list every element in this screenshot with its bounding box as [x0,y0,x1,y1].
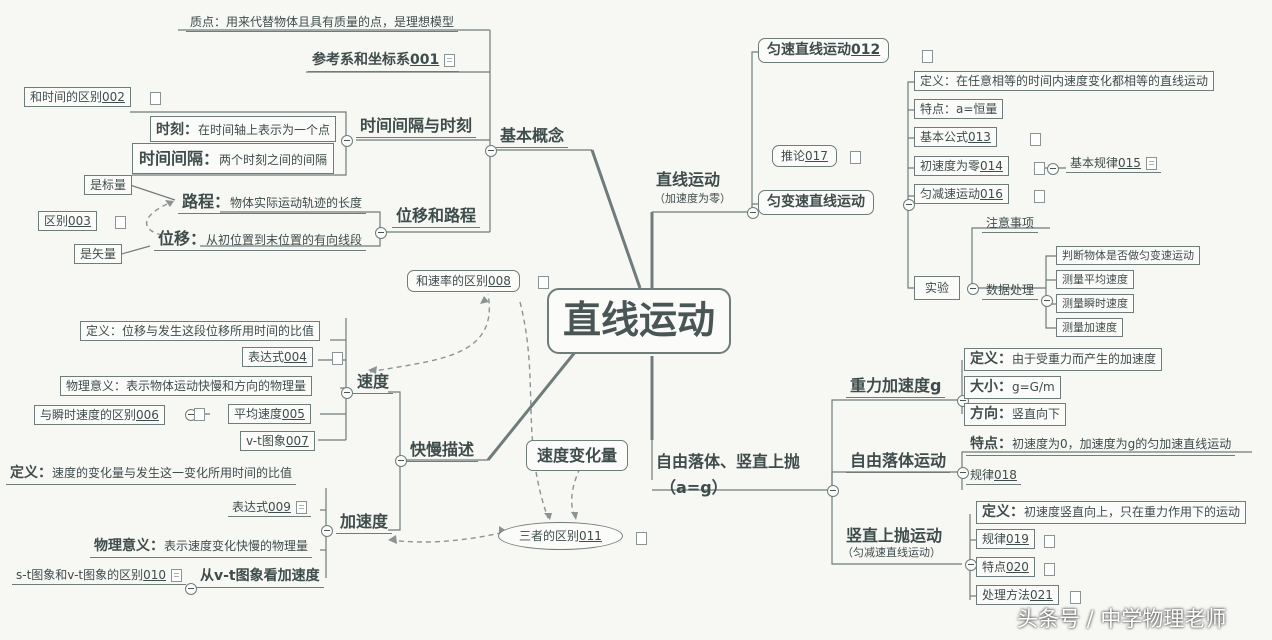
note-icon[interactable] [171,569,183,582]
note-icon[interactable] [922,50,933,63]
node-time-interval[interactable]: 时间间隔：两个时刻之间的间隔 [132,143,335,175]
node-uam-def[interactable]: 定义：在任意相等的时间内速度变化都相等的直线运动 [914,71,1215,92]
collapse-toggle[interactable] [341,387,353,399]
node-uam-feature[interactable]: 特点：a=恒量 [914,99,1004,120]
node-data-processing[interactable]: 数据处理 [982,283,1039,301]
node-velocity[interactable]: 速度 [353,372,394,395]
node-accel-expr[interactable]: 表达式009 [228,500,311,518]
node-time-diff[interactable]: 和时间的区别002 [24,87,131,108]
node-is-scalar[interactable]: 是标量 [84,175,133,196]
node-moment[interactable]: 时刻：在时间轴上表示为一个点 [150,116,337,142]
note-icon[interactable] [850,151,861,164]
node-gravity-direction[interactable]: 方向：竖直向下 [964,403,1067,426]
watermark: 头条号 / 中学物理老师 [1017,607,1227,631]
node-notes[interactable]: 注意事项 [982,216,1039,234]
node-vertical-throw-subtitle: （匀减速直线运动） [842,546,941,559]
note-icon[interactable] [538,276,549,289]
node-vertical-throw[interactable]: 竖直上抛运动 [846,526,943,545]
branch-linear-motion[interactable]: 直线运动 [656,170,721,189]
collapse-toggle[interactable] [957,467,969,479]
node-is-vector[interactable]: 是矢量 [74,244,123,265]
node-velocity-expr[interactable]: 表达式004 [242,347,313,368]
node-exp-item[interactable]: 测量加速度 [1056,318,1123,338]
note-icon[interactable] [1044,563,1055,576]
node-gravity-def[interactable]: 定义：由于受重力而产生的加速度 [964,348,1163,371]
node-inference[interactable]: 推论017 [772,145,837,168]
node-accel-def[interactable]: 定义：速度的变化量与发生这一变化所用时间的比值 [6,462,297,485]
node-acceleration[interactable]: 加速度 [336,512,393,535]
node-three-diff[interactable]: 三者的区别011 [498,522,623,551]
node-gravity-accel[interactable]: 重力加速度g [846,376,946,399]
collapse-toggle[interactable] [903,199,915,211]
note-icon[interactable] [1030,133,1041,146]
note-icon[interactable] [295,501,307,514]
node-path-length[interactable]: 路程：物体实际运动轨迹的长度 [178,192,367,215]
collapse-toggle[interactable] [747,207,759,219]
node-time-interval-moment[interactable]: 时间间隔与时刻 [356,116,477,139]
node-basic-law[interactable]: 基本规律015 [1066,156,1161,174]
node-displacement[interactable]: 位移：从初位置到末位置的有向线段 [154,229,367,252]
note-icon[interactable] [115,216,126,229]
node-exp-item[interactable]: 测量瞬时速度 [1056,294,1134,314]
collapse-toggle[interactable] [1041,295,1053,307]
collapse-toggle[interactable] [967,283,979,295]
collapse-toggle[interactable] [321,525,333,537]
branch-basic-concepts[interactable]: 基本概念 [496,126,569,149]
node-uniform-accel-motion[interactable]: 匀变速直线运动 [758,190,874,215]
node-velocity-meaning[interactable]: 物理意义：表示物体运动快慢和方向的物理量 [60,376,313,397]
branch-fall-subtitle: （a=g） [660,478,728,497]
note-icon[interactable] [1145,157,1157,170]
collapse-toggle[interactable] [1047,163,1059,175]
node-average-velocity[interactable]: 平均速度005 [228,404,311,425]
collapse-toggle[interactable] [375,227,387,239]
node-diff-003[interactable]: 区别003 [38,211,97,232]
collapse-toggle[interactable] [485,145,497,157]
collapse-toggle[interactable] [185,583,197,595]
note-icon[interactable] [444,53,456,67]
note-icon[interactable] [1070,591,1081,604]
node-free-fall[interactable]: 自由落体运动 [846,451,951,474]
node-reference-frame[interactable]: 参考系和坐标系001 [308,52,460,72]
node-throw-feature[interactable]: 特点020 [976,557,1035,578]
node-displacement-path[interactable]: 位移和路程 [392,206,481,229]
node-uniform-motion[interactable]: 匀速直线运动012 [758,38,890,63]
node-uniform-decel[interactable]: 匀减速运动016 [914,184,1009,205]
node-exp-item[interactable]: 判断物体是否做匀变速运动 [1056,246,1200,266]
note-icon[interactable] [1034,190,1045,203]
note-icon[interactable] [332,352,343,365]
central-topic[interactable]: 直线运动 [547,288,732,354]
note-icon[interactable] [150,92,161,105]
node-velocity-change[interactable]: 速度变化量 [526,440,629,472]
node-speed-rate-diff[interactable]: 和速率的区别008 [407,270,520,293]
node-point-mass[interactable]: 质点：用来代替物体且具有质量的点，是理想模型 [186,15,459,33]
node-vt-graph[interactable]: v-t图象007 [240,431,315,452]
branch-free-fall-vertical-throw[interactable]: 自由落体、竖直上抛 [656,452,801,471]
node-free-fall-feature[interactable]: 特点：初速度为0，加速度为g的匀加速直线运动 [966,436,1236,456]
node-zero-initial-velocity[interactable]: 初速度为零014 [914,156,1009,177]
node-throw-law[interactable]: 规律019 [976,529,1035,550]
node-gravity-size[interactable]: 大小：g=G/m [964,376,1061,399]
collapse-toggle[interactable] [395,455,407,467]
node-exp-item[interactable]: 测量平均速度 [1056,270,1134,290]
node-throw-method[interactable]: 处理方法021 [976,585,1059,606]
note-icon[interactable] [194,408,205,421]
collapse-toggle[interactable] [341,135,353,147]
note-icon[interactable] [636,532,647,545]
branch-speed-description[interactable]: 快慢描述 [406,440,479,463]
node-instant-diff[interactable]: 与瞬时速度的区别006 [34,405,165,426]
node-free-fall-law[interactable]: 规律018 [966,468,1021,486]
node-accel-meaning[interactable]: 物理意义：表示速度变化快慢的物理量 [90,535,313,558]
node-velocity-def[interactable]: 定义：位移与发生这段位移所用时间的比值 [80,321,321,342]
node-throw-def[interactable]: 定义：初速度竖直向上，只在重力作用下的运动 [976,501,1247,524]
node-accel-from-vt[interactable]: 从v-t图象看加速度 [196,568,324,588]
collapse-toggle[interactable] [827,485,839,497]
node-uam-formula[interactable]: 基本公式013 [914,127,997,148]
node-experiment[interactable]: 实验 [914,276,961,301]
branch-linear-subtitle: （加速度为零） [654,192,731,205]
node-st-vt-diff[interactable]: s-t图象和v-t图象的区别010 [12,568,187,586]
note-icon[interactable] [1034,162,1045,175]
note-icon[interactable] [1044,535,1055,548]
